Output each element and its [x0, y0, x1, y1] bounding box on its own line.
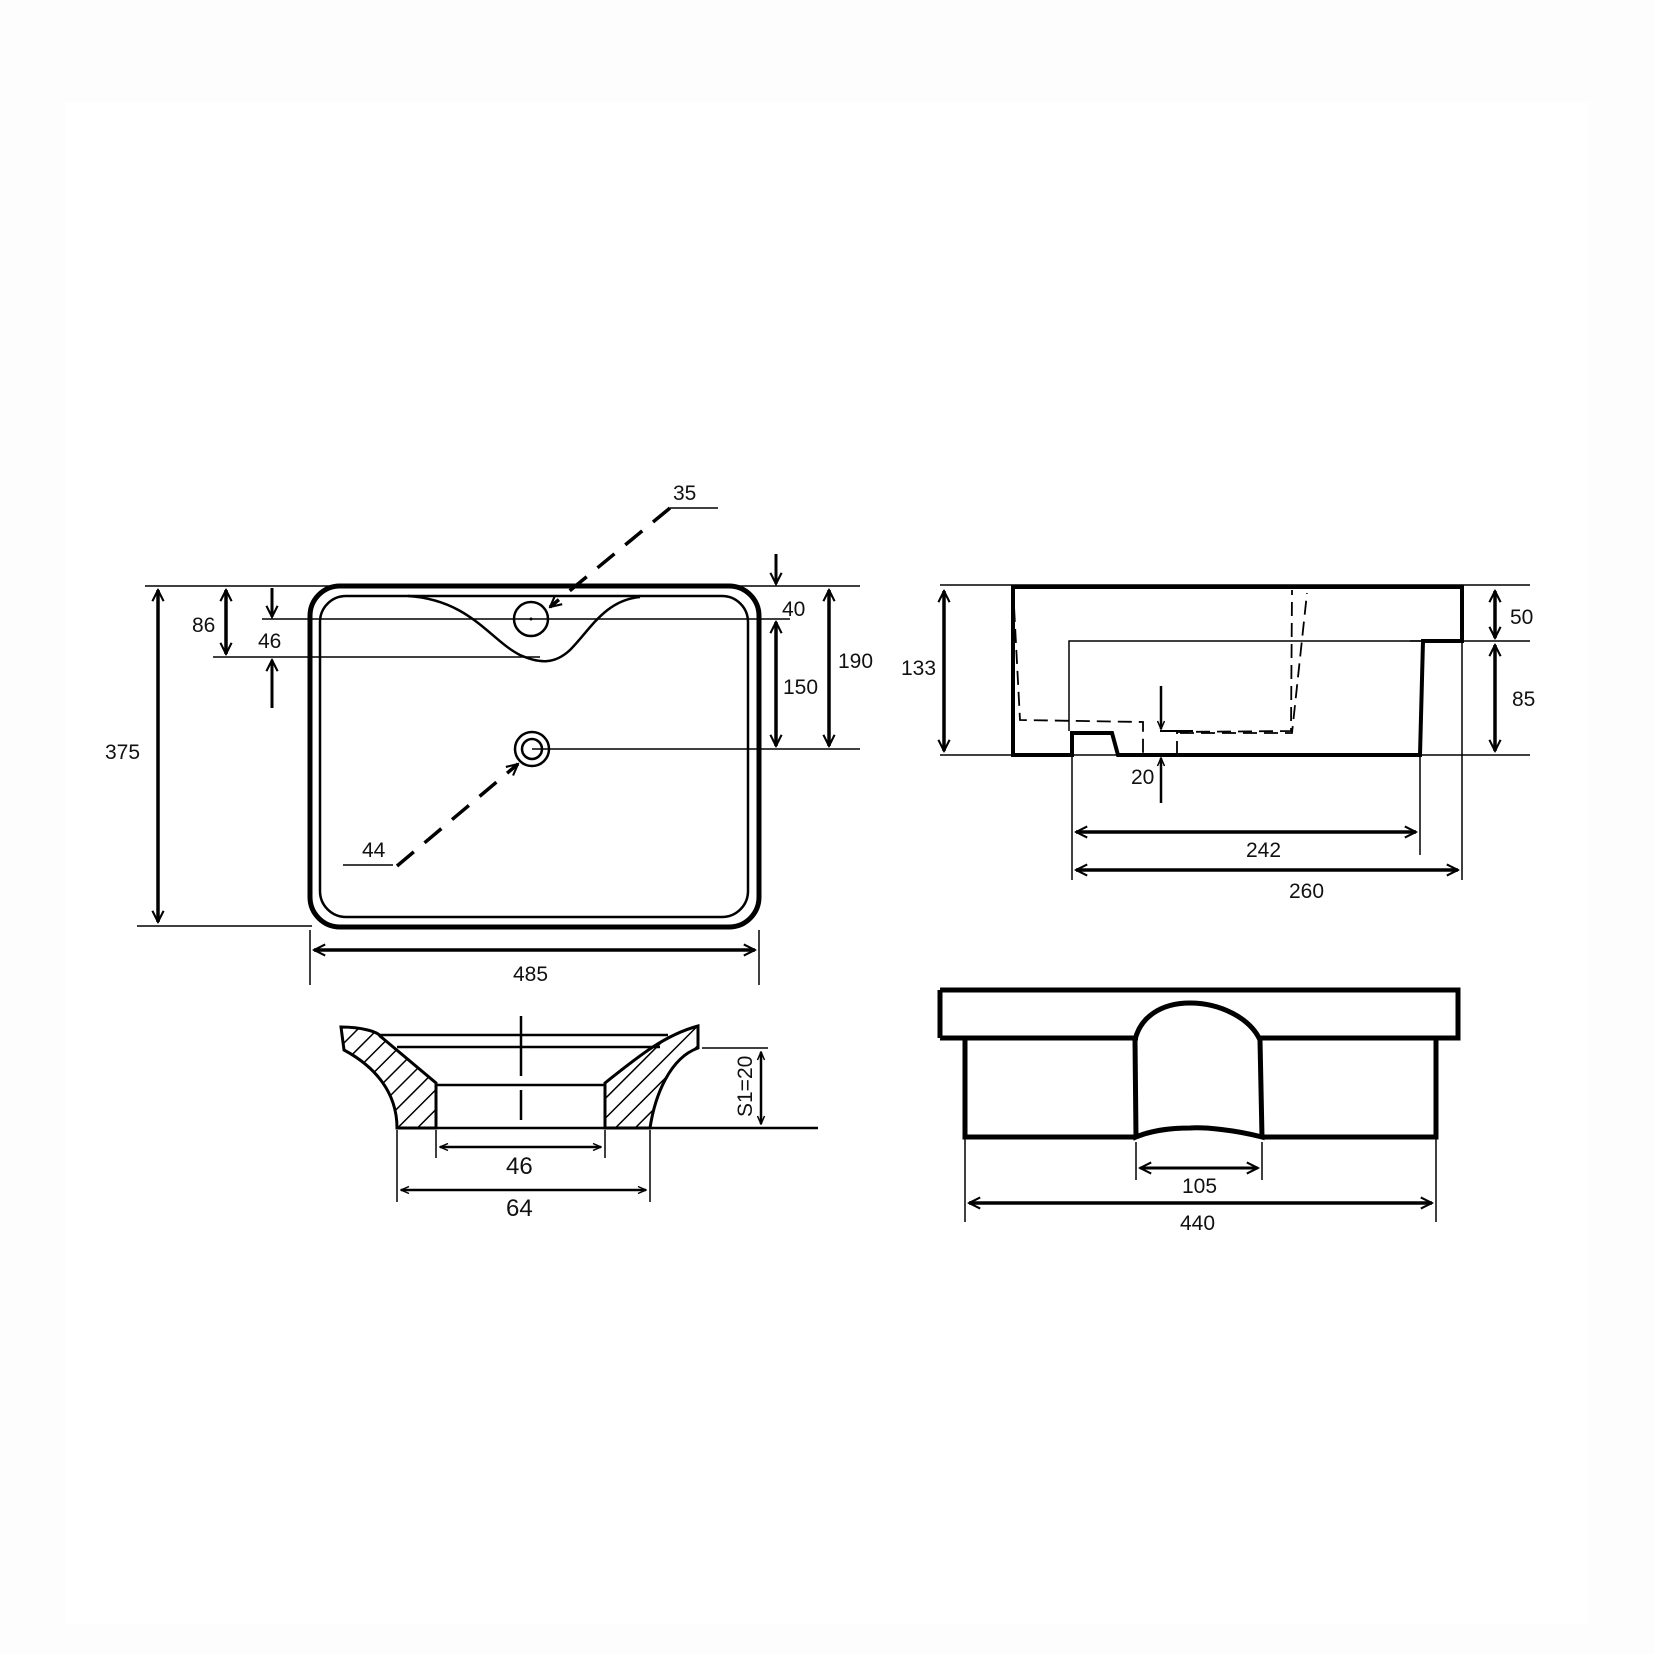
label-inner-diameter: 46	[506, 1153, 533, 1180]
right-wall-section	[603, 1024, 700, 1130]
front-view: 105 440	[937, 987, 1461, 1235]
label-outer-width: 260	[1289, 880, 1324, 903]
basin-outer-rim	[307, 583, 762, 930]
drain-leader	[395, 764, 518, 868]
label-overall-width: 485	[513, 963, 548, 986]
side-section-view: 133 50 85 20 242 260	[901, 584, 1535, 903]
basin-inner-bowl	[318, 594, 750, 919]
label-rim-height: 50	[1510, 606, 1533, 629]
side-body-outline	[1011, 585, 1464, 757]
label-cutout-width: 105	[1182, 1175, 1217, 1198]
label-notch-depth: 86	[192, 614, 215, 637]
top-view: 375 86 46 35 44 40 150 190 485	[105, 482, 873, 986]
front-body	[962, 1040, 1439, 1140]
label-body-width: 440	[1180, 1212, 1215, 1235]
left-wall-section	[339, 1025, 438, 1130]
front-top-slab	[940, 987, 1461, 1041]
label-tap-hole-diameter: 35	[673, 482, 696, 505]
label-notch-offset: 46	[258, 630, 281, 653]
tap-deck-curve	[407, 594, 641, 663]
label-thickness: S1=20	[734, 1056, 757, 1117]
label-tap-to-drain: 150	[783, 676, 818, 699]
label-base-step: 20	[1131, 766, 1154, 789]
overflow-detail-view: S1=20 46 64	[339, 1016, 818, 1222]
label-outer-diameter: 64	[506, 1195, 533, 1222]
label-drain-diameter: 44	[362, 839, 386, 862]
tap-hole-leader	[550, 506, 672, 607]
label-inner-width: 242	[1246, 839, 1281, 862]
label-tap-to-back: 40	[782, 598, 805, 621]
front-arch-cutout	[1132, 1000, 1265, 1141]
label-lower-height: 85	[1512, 688, 1535, 711]
label-overall-depth: 375	[105, 741, 140, 764]
label-overall-height: 133	[901, 657, 936, 680]
label-drain-to-back: 190	[838, 650, 873, 673]
